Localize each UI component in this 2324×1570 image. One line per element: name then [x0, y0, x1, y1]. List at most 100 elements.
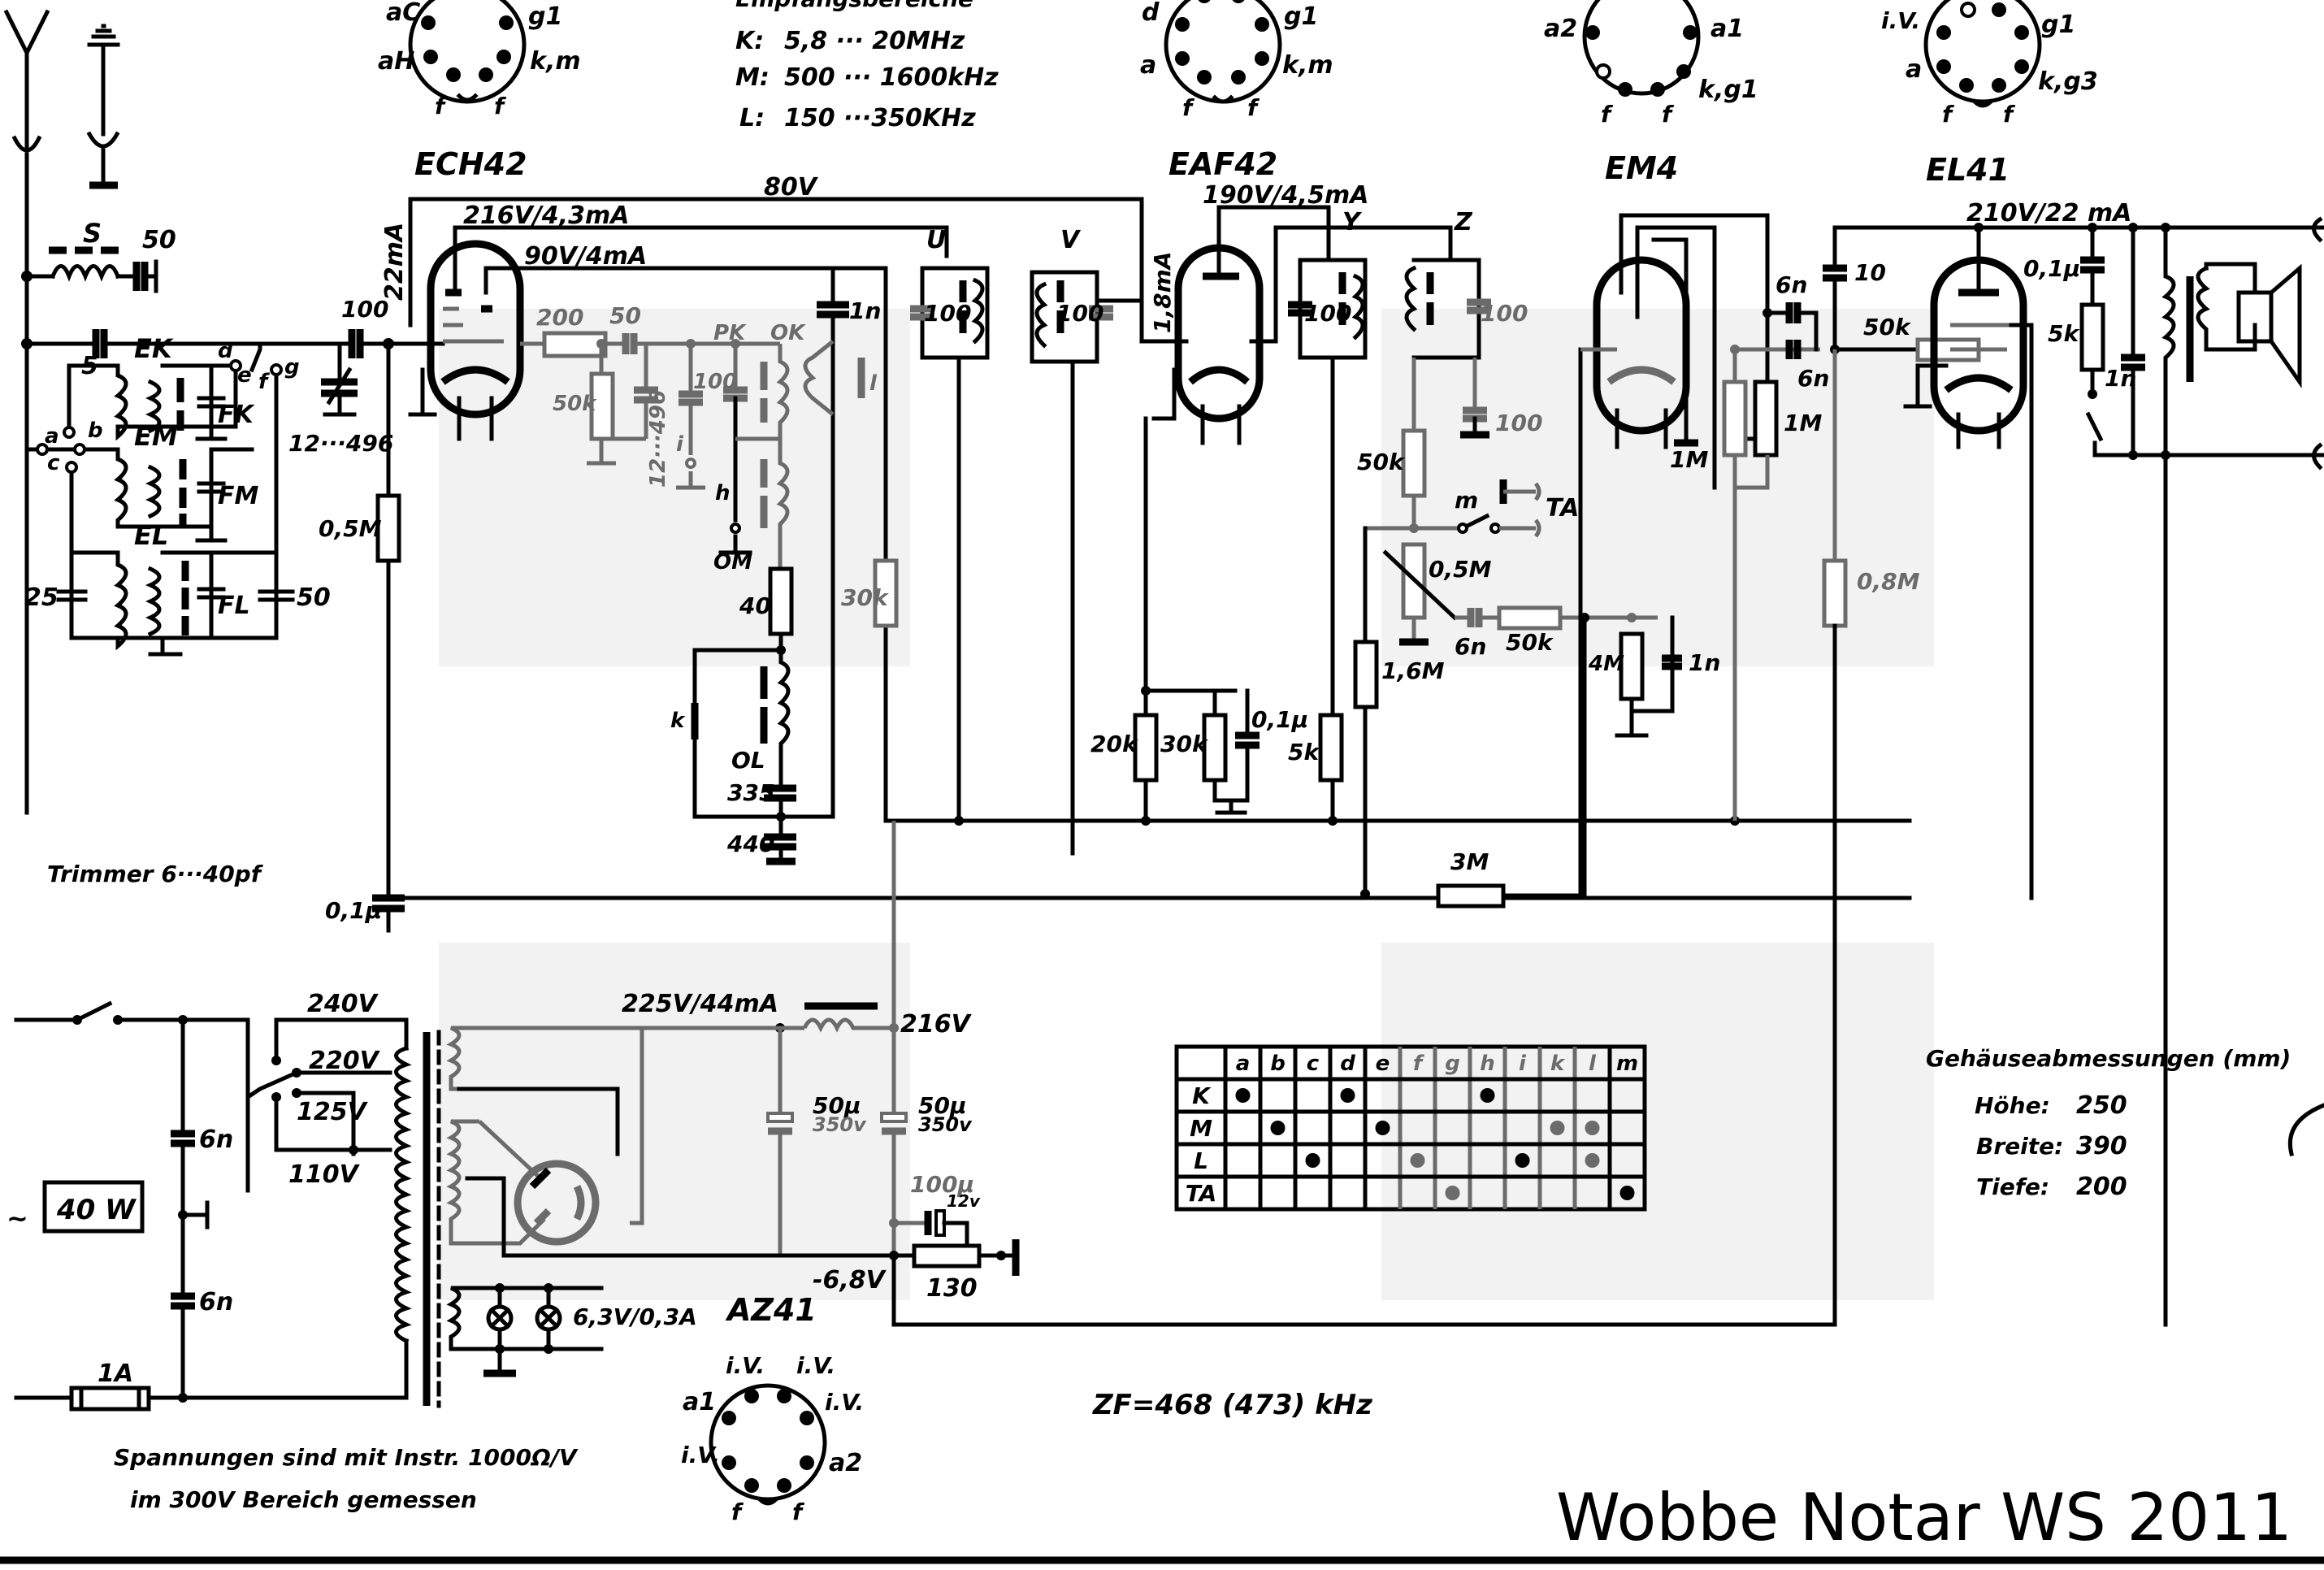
az41-pin-a2: a2: [829, 1449, 862, 1477]
grid-cap-label: 100: [341, 296, 388, 323]
switch-table-contact-dot: [1445, 1186, 1460, 1200]
cathode-cap-label: 0,1µ: [1251, 706, 1308, 733]
el41-pin-f2: f: [2003, 101, 2016, 128]
switch-table-col-header: l: [1589, 1052, 1597, 1076]
external-speaker-jack-2: [2312, 442, 2323, 471]
if-frequency-label: ZF=468 (473) kHz: [1092, 1389, 1372, 1421]
grid-resistor-label: 0,5M: [319, 515, 382, 542]
switch-table-col-header: g: [1445, 1052, 1460, 1076]
osc-ok-label: OK: [770, 321, 806, 345]
fuse-label: 1A: [98, 1360, 133, 1388]
filter-cap-a-voltage: 350v: [813, 1113, 867, 1136]
output-resistor-0-8m-label: 0,8M: [1857, 568, 1920, 595]
ech42-pin-f2: f: [494, 93, 507, 119]
cathode-resistor-20k-label: 20k: [1090, 731, 1139, 757]
speaker-icon: [2268, 263, 2302, 388]
em4-resistor-1m-a-label: 1M: [1670, 446, 1708, 473]
eaf42-pin-km: k,m: [1282, 51, 1333, 80]
switch-table-col-header: i: [1519, 1052, 1527, 1076]
schematic-title: Wobbe Notar WS 2011: [1556, 1480, 2292, 1555]
em4-pin-a2: a2: [1544, 15, 1577, 43]
em4-pin-f1: f: [1601, 101, 1614, 128]
edge-arc: [2287, 1103, 2324, 1157]
coil-ek-label: EK: [134, 333, 174, 364]
switch-table-col-header: h: [1480, 1052, 1495, 1076]
cap-25-label: 25: [24, 583, 59, 612]
osc-om-label: OM: [713, 550, 752, 575]
filter-cap-b-voltage: 350v: [918, 1113, 973, 1136]
output-cap-6n-a-label: 6n: [1776, 271, 1807, 298]
switch-g-label: g: [284, 355, 300, 379]
cabinet-dimensions: Gehäuseabmessungen (mm) Höhe: 250 Breite…: [1926, 1045, 2291, 1201]
current-18ma: 1,8mA: [1149, 252, 1176, 333]
pinout-el41: i.V. g1 a k,g3 f f: [1881, 0, 2098, 128]
trimmer-fl-label: FL: [218, 592, 250, 620]
coil-el-label: EL: [134, 520, 168, 551]
pinout-em4: a2 a1 k,g1 f f: [1544, 0, 1758, 128]
switch-k-label: k: [670, 709, 686, 733]
range-l-value: 150 ···350KHz: [784, 104, 976, 132]
cap-50-label: 50: [297, 583, 331, 612]
el41-pin-f1: f: [1942, 101, 1955, 128]
range-k-band: K:: [735, 27, 764, 55]
input-coils: EK FK EM FM EL FL 25 50 a b c d: [24, 333, 331, 887]
mains-cap-6n-b-label: 6n: [199, 1288, 233, 1316]
tone-resistor-label: 5k: [2048, 320, 2080, 347]
eaf42-pin-f1: f: [1182, 94, 1195, 121]
osc-ol-label: OL: [731, 747, 765, 774]
dimension-height-label: Höhe:: [1975, 1092, 2050, 1119]
mixer-stage: 12···496 100 0,5M 0,1µ 80V 216V/4,3mA 90…: [288, 173, 1912, 933]
ground-socket-icon: [87, 24, 120, 47]
voltage-eaf-anode: 190V/4,5mA: [1203, 181, 1368, 210]
switch-table-col-header: c: [1307, 1052, 1320, 1076]
az41-pin-iv2: i.V.: [796, 1352, 835, 1379]
em4-resistor-1m-b-label: 1M: [1784, 410, 1822, 436]
antenna-icon: [3, 9, 50, 149]
az41-pin-f1: f: [731, 1498, 744, 1525]
switch-f-label: f: [258, 370, 271, 394]
lamp-rating-label: 6,3V/0,3A: [573, 1303, 697, 1330]
tap-125v-label: 125V: [297, 1098, 369, 1126]
switch-table-contact-dot: [1375, 1121, 1390, 1135]
osc-cap-1n-label: 1n: [849, 297, 881, 324]
cathode-cap-100u-label: 100µ: [910, 1171, 974, 1198]
volume-pot-label: 0,5M: [1429, 556, 1492, 583]
osc-resistor-50k-label: 50k: [553, 392, 597, 416]
az41-pin-iv3: i.V.: [825, 1389, 864, 1416]
voltage-ech-screen: 90V/4mA: [524, 242, 647, 271]
power-supply: 6n 6n ~ 40 W 1A 240V 220V 125V 110V: [7, 821, 1837, 1412]
voltage-el41-anode: 210V/22 mA: [1966, 199, 2131, 228]
dimensions-heading: Gehäuseabmessungen (mm): [1926, 1045, 2291, 1072]
switch-table-row-label: L: [1194, 1147, 1208, 1174]
if-cap-z-label: 100: [1481, 300, 1528, 327]
switch-table-col-header: f: [1413, 1052, 1425, 1076]
switch-table-col-header: b: [1270, 1052, 1286, 1076]
coil-em-label: EM: [134, 421, 178, 452]
switch-table-contact-dot: [1305, 1153, 1320, 1168]
if-filter-uv: 100 U 100 V 1,8mA: [910, 226, 1189, 856]
pickup-ta-label: TA: [1546, 494, 1579, 523]
tube-label-az41: AZ41: [725, 1292, 817, 1328]
if-cap-u-label: 100: [924, 300, 971, 327]
ranges-heading: Empfangsbereiche: [735, 0, 973, 12]
output-cap-6n-b-label: 6n: [1797, 365, 1829, 392]
pinout-eaf42: d g1 a k,m f f: [1140, 0, 1333, 121]
tap-220v-label: 220V: [309, 1047, 381, 1075]
agc-resistor-3m-label: 3M: [1450, 848, 1489, 875]
switch-d-label: d: [218, 339, 233, 363]
tube-label-em4: EM4: [1605, 150, 1678, 186]
dimension-depth-value: 200: [2076, 1173, 2127, 1201]
switch-table-col-header: k: [1550, 1052, 1566, 1076]
switch-b-label: b: [88, 419, 103, 443]
eaf42-pin-f2: f: [1247, 94, 1260, 121]
switch-table-contact-dot: [1550, 1121, 1565, 1135]
switch-table-row-label: TA: [1186, 1180, 1217, 1207]
az41-pin-a1: a1: [683, 1388, 716, 1416]
osc-tuning-cap-label: 12···496: [646, 390, 670, 488]
tuning-cap-label: 12···496: [288, 430, 393, 457]
osc-resistor-30k-label: 30k: [841, 584, 890, 611]
em4-pin-kg1: k,g1: [1698, 76, 1758, 104]
el41-pin-a: a: [1906, 55, 1922, 84]
